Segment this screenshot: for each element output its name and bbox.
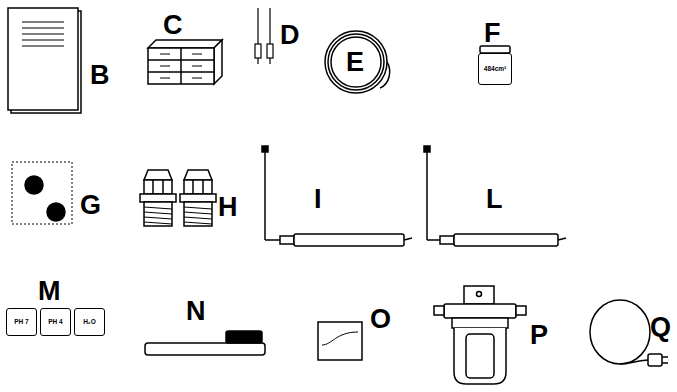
part-letter: E xyxy=(346,49,364,76)
part-letter: H xyxy=(218,194,238,221)
jar: H₂O xyxy=(74,308,105,336)
jar: PH 7 xyxy=(6,308,37,336)
part-letter: M xyxy=(38,278,61,305)
jar-label: 484cm³ xyxy=(484,66,506,73)
part-letter: N xyxy=(186,298,206,325)
part-letter: P xyxy=(530,322,548,349)
part-letter: G xyxy=(80,192,101,219)
part-letter: O xyxy=(370,306,391,333)
part-letter: L xyxy=(486,186,503,213)
part-letter: D xyxy=(280,22,300,49)
jar-label: H₂O xyxy=(83,319,96,326)
part-letter: C xyxy=(163,12,183,39)
jar-label: PH 7 xyxy=(14,319,28,326)
jar: PH 4 xyxy=(40,308,71,336)
jar-label: PH 4 xyxy=(48,319,62,326)
part-letter: Q xyxy=(650,314,671,341)
part-letter: F xyxy=(484,20,501,47)
part-letter: I xyxy=(314,186,322,213)
jar: 484cm³ xyxy=(478,53,512,85)
part-letter: B xyxy=(90,62,110,89)
